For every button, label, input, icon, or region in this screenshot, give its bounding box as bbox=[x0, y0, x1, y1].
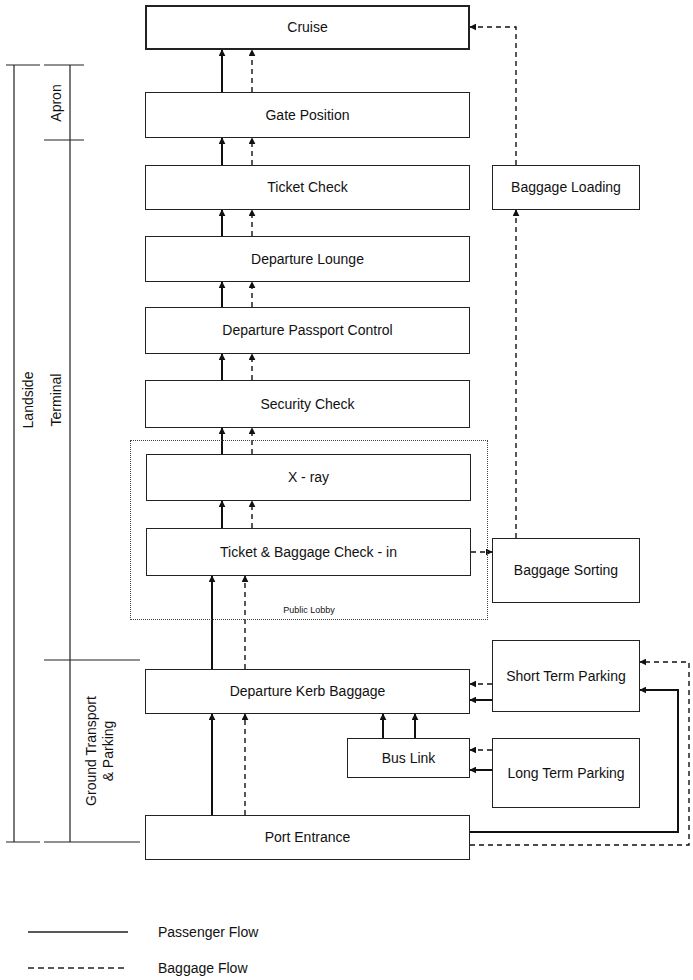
bracket-tick bbox=[44, 659, 140, 660]
passenger-flow-arrow bbox=[414, 714, 416, 738]
passenger-flow-arrow bbox=[382, 714, 384, 738]
legend-line bbox=[28, 931, 128, 933]
zone-label: Terminal bbox=[48, 372, 65, 429]
process-box: X - ray bbox=[146, 454, 471, 501]
legend-label: Passenger Flow bbox=[158, 924, 258, 940]
baggage-flow-arrow bbox=[471, 551, 492, 552]
box-label: Gate Position bbox=[265, 107, 349, 124]
zone-label: Ground Transport & Parking bbox=[83, 689, 117, 813]
baggage-flow-arrow bbox=[470, 749, 492, 750]
box-label: Departure Passport Control bbox=[222, 322, 392, 339]
bracket-tick bbox=[44, 139, 84, 140]
baggage-flow-arrow bbox=[251, 50, 252, 92]
box-label: Ticket & Baggage Check - in bbox=[220, 544, 397, 561]
baggage-flow-arrow bbox=[251, 138, 252, 165]
legend-label: Baggage Flow bbox=[158, 960, 248, 976]
process-box: Bus Link bbox=[347, 738, 470, 778]
bracket-tick bbox=[6, 64, 40, 65]
process-box: Gate Position bbox=[145, 92, 470, 138]
passenger-flow-arrow bbox=[221, 282, 223, 307]
process-box: Security Check bbox=[145, 380, 470, 428]
box-label: Security Check bbox=[260, 396, 354, 413]
passenger-flow-arrow bbox=[470, 769, 492, 771]
lobby-region: Public Lobby X - rayTicket & Baggage Chec… bbox=[130, 440, 488, 620]
legend-line bbox=[28, 967, 128, 969]
passenger-flow-arrow bbox=[211, 714, 213, 815]
process-box: Ticket & Baggage Check - in bbox=[146, 528, 471, 576]
box-label: X - ray bbox=[288, 469, 329, 486]
box-label: Baggage Sorting bbox=[514, 562, 618, 579]
passenger-flow-arrow bbox=[221, 501, 223, 528]
box-label: Baggage Loading bbox=[511, 179, 621, 196]
baggage-flow-arrow bbox=[251, 282, 252, 307]
landside-bracket bbox=[13, 65, 14, 842]
bracket-tick bbox=[44, 841, 140, 842]
parking-box: Long Term Parking bbox=[492, 738, 640, 808]
box-label: Bus Link bbox=[382, 750, 436, 767]
baggage-flow-arrow bbox=[470, 27, 516, 165]
baggage-flow-arrow bbox=[251, 501, 252, 528]
passenger-flow-arrow bbox=[221, 50, 223, 92]
baggage-flow-arrow bbox=[515, 210, 516, 538]
baggage-flow-arrow bbox=[251, 354, 252, 380]
baggage-flow-arrow bbox=[251, 210, 252, 236]
passenger-flow-arrow bbox=[211, 576, 213, 669]
box-label: Ticket Check bbox=[267, 179, 347, 196]
region-label: Public Lobby bbox=[281, 605, 337, 615]
process-box: Departure Kerb Baggage bbox=[145, 669, 470, 714]
passenger-flow-arrow bbox=[221, 138, 223, 165]
passenger-flow-arrow bbox=[470, 699, 492, 701]
baggage-flow-arrow bbox=[244, 714, 245, 815]
bracket-tick bbox=[6, 841, 40, 842]
process-box: Baggage Sorting bbox=[492, 538, 640, 603]
box-label: Departure Kerb Baggage bbox=[230, 683, 386, 700]
box-label: Cruise bbox=[287, 19, 327, 36]
cruise-box: Cruise bbox=[145, 5, 470, 50]
baggage-flow-arrow bbox=[251, 428, 252, 454]
box-label: Long Term Parking bbox=[507, 765, 624, 782]
zone-bracket bbox=[69, 65, 70, 842]
baggage-flow-arrow bbox=[470, 683, 492, 684]
zone-label: Landside bbox=[20, 370, 37, 431]
bracket-tick bbox=[44, 64, 84, 65]
box-label: Departure Lounge bbox=[251, 251, 364, 268]
box-label: Port Entrance bbox=[265, 829, 351, 846]
baggage-flow-arrow bbox=[244, 576, 245, 669]
parking-box: Short Term Parking bbox=[492, 640, 640, 712]
zone-label: Apron bbox=[48, 82, 65, 123]
process-box: Departure Lounge bbox=[145, 236, 470, 282]
passenger-flow-arrow bbox=[221, 354, 223, 380]
process-box: Departure Passport Control bbox=[145, 307, 470, 354]
process-box: Ticket Check bbox=[145, 165, 470, 210]
box-label: Short Term Parking bbox=[506, 668, 626, 685]
passenger-flow-arrow bbox=[221, 210, 223, 236]
process-box: Port Entrance bbox=[145, 815, 470, 860]
process-box: Baggage Loading bbox=[492, 165, 640, 210]
passenger-flow-arrow bbox=[221, 428, 223, 454]
